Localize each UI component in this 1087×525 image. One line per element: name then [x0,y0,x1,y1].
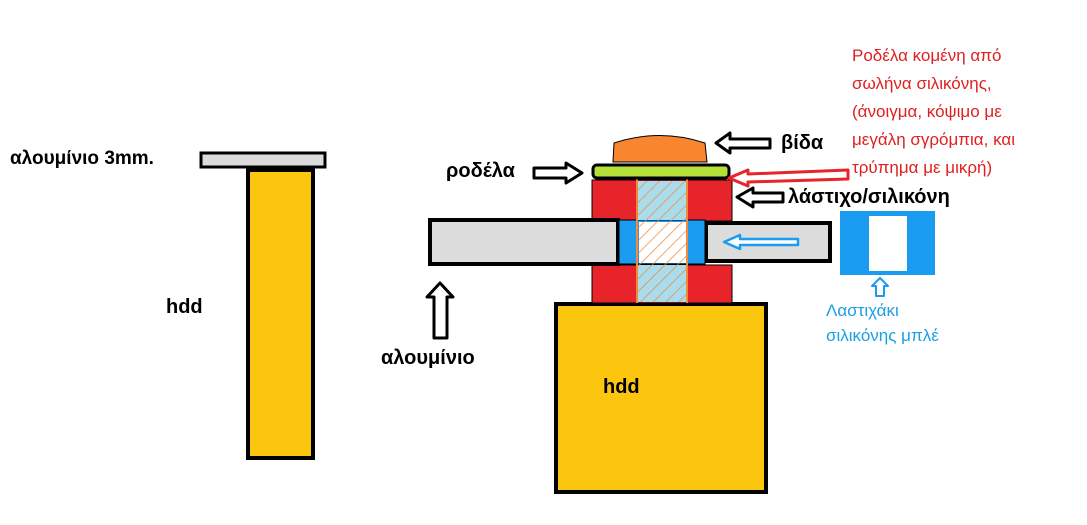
label-washer: ροδέλα [446,160,515,182]
aluminum-bar-left [428,218,620,266]
screw-arrow [714,131,772,155]
red-note-line-5: τρύπημα με μικρή) [852,158,993,177]
aluminum-plate-3mm [199,151,327,169]
screw-thread-hatch [637,181,687,302]
washer [591,163,731,180]
washer-arrow [532,161,584,185]
label-screw: βίδα [781,132,824,154]
blue-note-line-1: Λαστιχάκι [826,301,899,320]
blue-grommet-arrow [722,233,800,251]
red-note-line-4: μεγάλη σγρόμπια, και [852,130,1015,149]
red-note-line-3: (άνοιγμα, κόψιμο με [852,102,1002,121]
rubber-arrow [735,186,785,209]
blue-note-arrow [871,277,889,297]
label-hdd-left: hdd [166,296,203,318]
label-aluminum: αλουμίνιο [381,347,475,369]
red-note-line-2: σωλήνα σιλικόνης, [852,74,992,93]
aluminum-arrow [425,281,455,340]
red-note-line-1: Ροδέλα κομένη από [852,46,1002,65]
grommet-detail-inner [869,216,907,271]
label-hdd-right: hdd [603,376,640,398]
label-rubber-silicone: λάστιχο/σιλικόνη [788,186,950,208]
label-aluminum-3mm: αλουμίνιο 3mm. [10,148,154,169]
hdd-block [554,302,768,494]
hdd-side [246,168,315,460]
screw-head [612,135,708,163]
red-note-arrow [727,168,850,188]
blue-note-line-2: σιλικόνης μπλέ [826,326,939,345]
